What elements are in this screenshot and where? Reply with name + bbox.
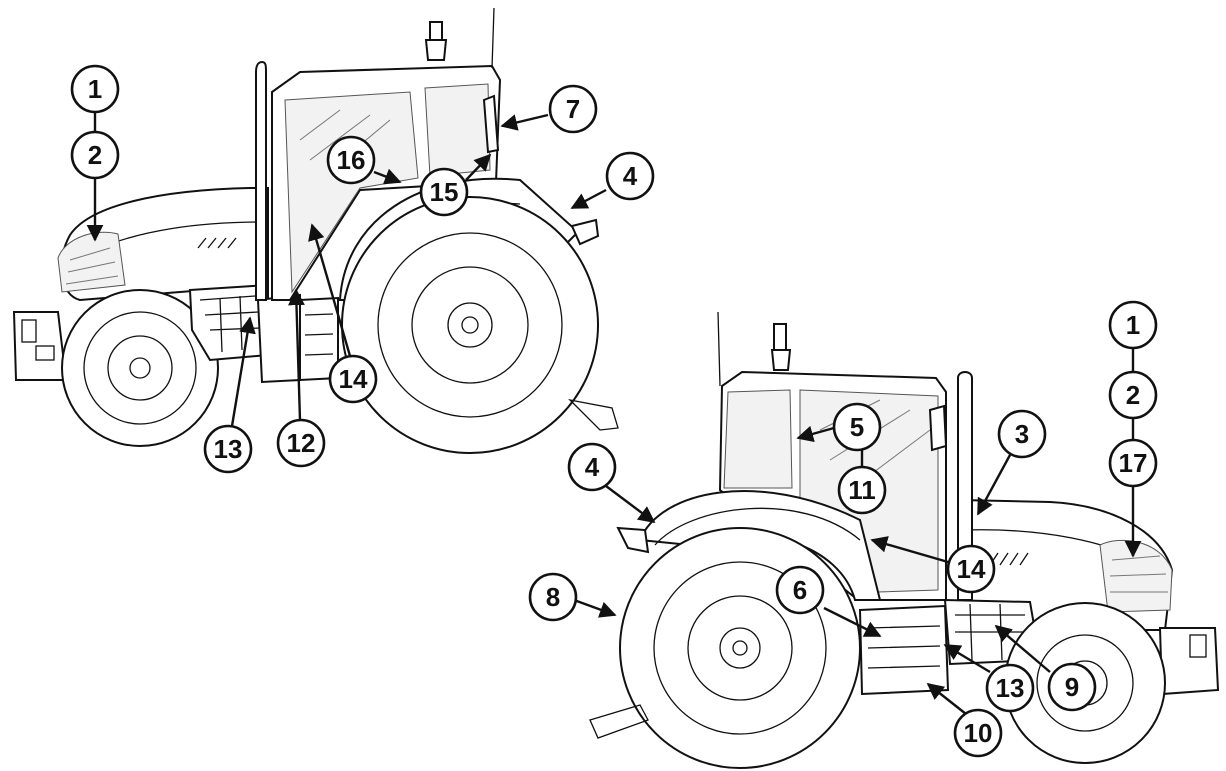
hood-vent — [989, 552, 1029, 566]
svg-text:15: 15 — [430, 177, 459, 207]
callout-6: 6 — [775, 565, 825, 615]
callout-4: 4 — [567, 442, 617, 492]
callout-16: 16 — [326, 135, 376, 185]
svg-text:16: 16 — [337, 145, 366, 175]
svg-text:9: 9 — [1065, 672, 1079, 702]
leader-lines — [86, 112, 1142, 715]
svg-text:5: 5 — [850, 412, 864, 442]
svg-text:6: 6 — [793, 575, 807, 605]
callout-4: 4 — [605, 151, 655, 201]
callout-14: 14 — [328, 354, 378, 404]
callouts-left: 1 2 7 16 15 4 14 13 12 — [70, 64, 655, 474]
callout-7: 7 — [548, 84, 598, 134]
svg-text:12: 12 — [287, 428, 316, 458]
svg-text:14: 14 — [957, 554, 986, 584]
callout-13: 13 — [985, 663, 1035, 713]
svg-text:13: 13 — [214, 434, 243, 464]
callout-8: 8 — [528, 572, 578, 622]
hood-vent — [197, 237, 237, 249]
callout-17: 17 — [1108, 438, 1158, 488]
tractor-left-view — [12, 7, 619, 454]
svg-text:1: 1 — [1126, 310, 1140, 340]
svg-text:2: 2 — [1126, 380, 1140, 410]
svg-text:7: 7 — [566, 94, 580, 124]
callout-10: 10 — [953, 708, 1003, 758]
svg-text:11: 11 — [848, 475, 876, 505]
callout-2: 2 — [70, 130, 120, 180]
svg-text:10: 10 — [964, 718, 993, 748]
svg-text:14: 14 — [339, 364, 368, 394]
callout-9: 9 — [1047, 662, 1097, 712]
svg-text:2: 2 — [88, 140, 102, 170]
svg-text:1: 1 — [88, 74, 102, 104]
svg-text:4: 4 — [585, 452, 600, 482]
svg-text:17: 17 — [1119, 448, 1148, 478]
svg-text:4: 4 — [623, 161, 638, 191]
callout-2: 2 — [1108, 370, 1158, 420]
callout-1: 1 — [1108, 300, 1158, 350]
callout-14: 14 — [946, 544, 996, 594]
svg-text:13: 13 — [996, 673, 1025, 703]
callout-5: 5 — [832, 402, 882, 452]
callout-15: 15 — [419, 167, 469, 217]
callouts-right: 1 2 17 3 5 11 4 14 8 6 13 9 10 — [528, 300, 1158, 758]
callout-11: 11 — [837, 465, 887, 515]
svg-text:3: 3 — [1015, 419, 1029, 449]
callout-3: 3 — [997, 409, 1047, 459]
callout-13: 13 — [203, 424, 253, 474]
svg-text:8: 8 — [546, 582, 560, 612]
callout-12: 12 — [276, 418, 326, 468]
callout-1: 1 — [70, 64, 120, 114]
